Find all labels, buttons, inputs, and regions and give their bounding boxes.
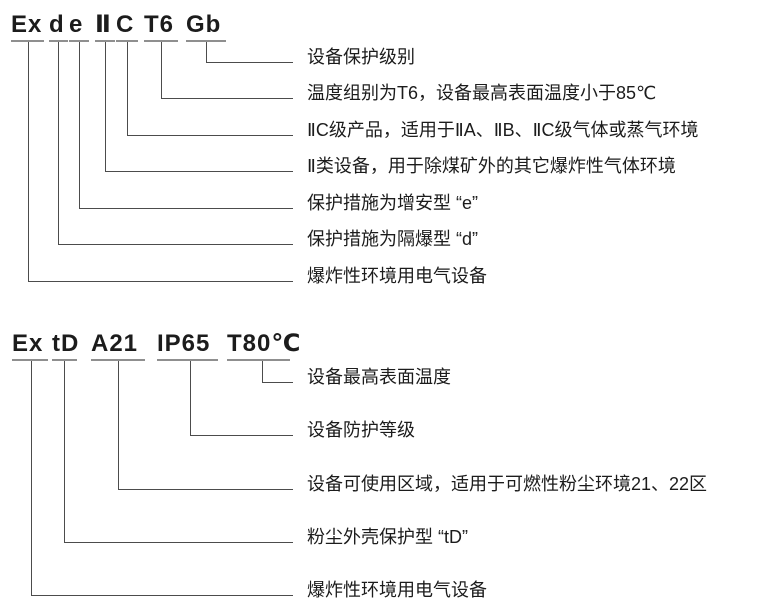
callout1-line-ex-horizontal <box>28 281 293 282</box>
code1-part-d: d <box>49 11 65 38</box>
callout1-label-t6: 温度组别为T6，设备最高表面温度小于85℃ <box>307 83 657 103</box>
callout2-line-ex-horizontal <box>31 595 293 596</box>
code1-part-c: C <box>116 11 135 38</box>
callout2-line-td-horizontal <box>64 542 293 543</box>
callout1-label-gb: 设备保护级别 <box>307 47 415 67</box>
callout1-line-e-horizontal <box>79 208 293 209</box>
callout1-line-t6-vertical <box>161 42 162 98</box>
code2-underline-ip65 <box>157 359 218 361</box>
callout2-line-a21-horizontal <box>118 489 293 490</box>
code1-part-group2: Ⅱ <box>95 11 112 38</box>
callout2-line-td-vertical <box>64 361 65 542</box>
callout2-label-ex: 爆炸性环境用电气设备 <box>307 580 487 600</box>
callout2-line-ex-vertical <box>31 361 32 595</box>
code2-underline-t80 <box>227 359 290 361</box>
code1-underline-c <box>116 40 138 42</box>
callout1-label-c: ⅡC级产品，适用于ⅡA、ⅡB、ⅡC级气体或蒸气环境 <box>307 120 699 140</box>
callout1-line-d-vertical <box>58 42 59 244</box>
callout1-line-gb-vertical <box>206 42 207 62</box>
code1-underline-t6 <box>144 40 178 42</box>
callout1-line-gb-horizontal <box>206 62 293 63</box>
callout1-line-ex-vertical <box>28 42 29 281</box>
callout2-line-a21-vertical <box>118 361 119 489</box>
code2-underline-ex <box>12 359 48 361</box>
code1-underline-d <box>49 40 68 42</box>
code1-part-gb: Gb <box>186 11 222 38</box>
code1-underline-ex <box>11 40 44 42</box>
code2-part-td: tD <box>52 330 80 357</box>
code2-part-ex: Ex <box>12 330 44 357</box>
callout2-label-t80: 设备最高表面温度 <box>307 367 451 387</box>
callout1-line-c-vertical <box>127 42 128 135</box>
code1-underline-gb <box>186 40 226 42</box>
code1-underline-group2 <box>95 40 115 42</box>
callout2-label-a21: 设备可使用区域，适用于可燃性粉尘环境21、22区 <box>307 474 708 494</box>
callout1-label-e: 保护措施为增安型 “e” <box>307 193 478 213</box>
code2-underline-a21 <box>91 359 145 361</box>
callout2-label-ip65: 设备防护等级 <box>307 420 415 440</box>
callout2-line-t80-horizontal <box>262 382 293 383</box>
code1-underline-e <box>69 40 89 42</box>
callout1-line-t6-horizontal <box>161 98 293 99</box>
callout2-line-ip65-vertical <box>190 361 191 435</box>
callout1-line-group2-horizontal <box>105 171 293 172</box>
callout2-line-t80-vertical <box>262 361 263 382</box>
callout1-line-d-horizontal <box>58 244 293 245</box>
code2-underline-td <box>52 359 77 361</box>
callout1-line-e-vertical <box>79 42 80 208</box>
code2-part-ip65: IP65 <box>157 330 211 357</box>
callout1-line-group2-vertical <box>105 42 106 171</box>
callout2-line-ip65-horizontal <box>190 435 293 436</box>
callout2-label-td: 粉尘外壳保护型 “tD” <box>307 527 468 547</box>
callout1-label-d: 保护措施为隔爆型 “d” <box>307 229 478 249</box>
code2-part-t80: T80℃ <box>227 330 302 357</box>
callout1-label-group2: Ⅱ类设备，用于除煤矿外的其它爆炸性气体环境 <box>307 156 676 176</box>
callout1-line-c-horizontal <box>127 135 293 136</box>
code1-part-t6: T6 <box>144 11 175 38</box>
callout1-label-ex: 爆炸性环境用电气设备 <box>307 266 487 286</box>
code2-part-a21: A21 <box>91 330 139 357</box>
code1-part-ex: Ex <box>11 11 43 38</box>
code1-part-e: e <box>69 11 84 38</box>
